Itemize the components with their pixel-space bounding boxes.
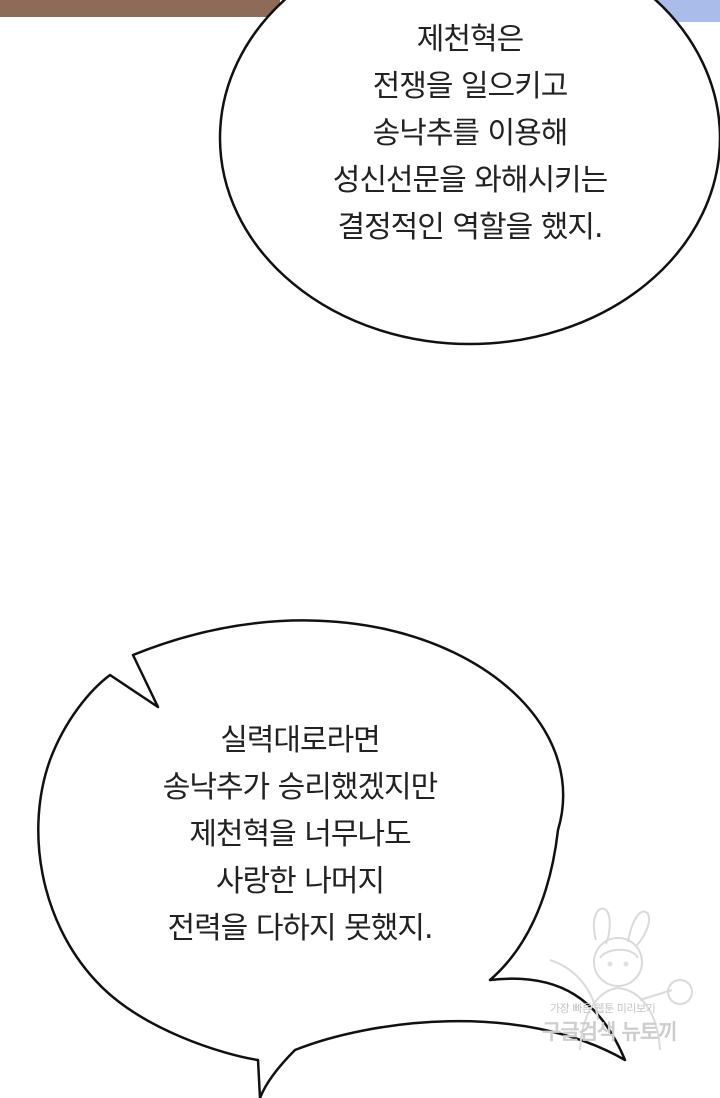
speech-line: 제천혁은 xyxy=(416,22,524,57)
speech-line: 성신선문을 와해시키는 xyxy=(332,163,609,198)
watermark-tagline: 가장 빠른 웹툰 미리보기 xyxy=(550,1002,656,1015)
speech-bubble-1 xyxy=(218,0,720,346)
bunny-girl-mascot-icon xyxy=(549,907,693,1050)
panel-art-strip xyxy=(0,0,720,22)
watermark: 가장 빠른 웹툰 미리보기 구글검색 뉴토끼 xyxy=(540,900,710,1090)
speech-line: 제천혁을 너무나도 xyxy=(189,817,411,852)
speech-text-2: 실력대로라면 송낙추가 승리했겠지만 제천혁을 너무나도 사랑한 나머지 전력을… xyxy=(110,717,490,952)
speech-bubble-2 xyxy=(37,619,627,1098)
speech-line: 결정적인 역할을 했지. xyxy=(337,210,603,245)
watermark-name: 구글검색 뉴토끼 xyxy=(542,1020,678,1044)
speech-line: 송낙추를 이용해 xyxy=(372,116,569,151)
speech-line: 송낙추가 승리했겠지만 xyxy=(162,770,439,805)
panel-art-brown-edge xyxy=(0,0,280,17)
speech-line: 실력대로라면 xyxy=(220,723,381,758)
speech-text-1: 제천혁은 전쟁을 일으키고 송낙추를 이용해 성신선문을 와해시키는 결정적인 … xyxy=(290,16,650,251)
speech-line: 사랑한 나머지 xyxy=(215,864,385,899)
speech-line: 전쟁을 일으키고 xyxy=(372,69,569,104)
speech-line: 전력을 다하지 못했지. xyxy=(167,911,433,946)
